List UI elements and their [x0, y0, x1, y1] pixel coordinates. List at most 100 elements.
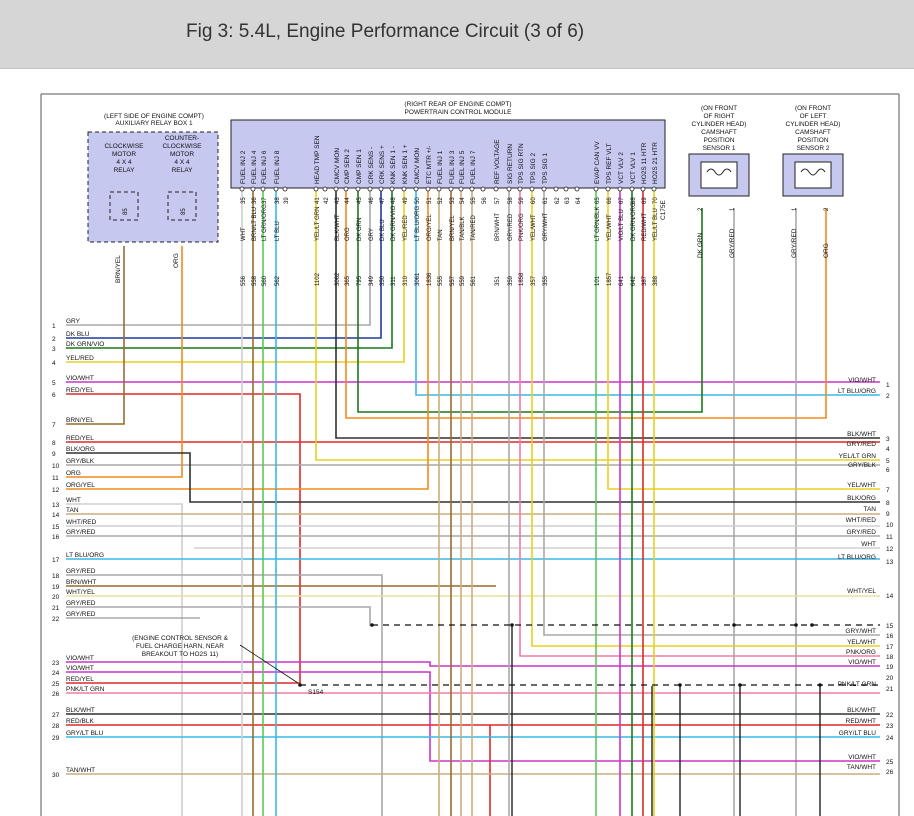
wire-yel-red	[66, 188, 405, 363]
pcm-pin-terminal	[389, 186, 395, 192]
left-row-number: 1	[52, 323, 56, 330]
pcm-pin-terminal	[448, 186, 454, 192]
pcm-box	[230, 119, 666, 189]
pcm-wire-color: LT GRN/BLK	[595, 207, 601, 241]
pcm-wire-color: DK GRN/VIO	[391, 205, 397, 241]
right-row-number: 2	[886, 393, 890, 400]
left-row-color: WHT	[66, 497, 81, 504]
pcm-circuit-number: 556	[241, 275, 247, 286]
pcm-pin-function: FUEL INJ 7	[470, 150, 477, 184]
right-row-number: 11	[886, 534, 893, 541]
left-row-color: BLK/WHT	[66, 707, 95, 714]
relay2-pin: 85	[181, 208, 187, 215]
pcm-pin-number: 48	[391, 197, 397, 204]
wire-vio-wht-23	[66, 661, 880, 667]
left-row-color: PNK/LT GRN	[66, 686, 105, 693]
pcm-circuit-number: 1102	[315, 272, 321, 286]
relay1-label: 4 X 4	[116, 159, 132, 166]
pcm-heading: (RIGHT REAR OF ENGINE COMPT)	[404, 101, 511, 108]
right-row-number: 19	[886, 664, 894, 671]
splice-dot	[738, 683, 742, 687]
cmp2-heading: (ON FRONT	[795, 105, 831, 112]
pcm-heading: POWERTRAIN CONTROL MODULE	[405, 109, 513, 116]
right-row-number: 14	[886, 593, 894, 600]
right-row-color: PNK/ORG	[846, 649, 876, 656]
pcm-pin-function: VCT VLV 2	[618, 152, 625, 184]
pcm-pin-number: 46	[369, 197, 375, 204]
left-row-number: 23	[52, 660, 60, 667]
pcm-pin-function: FUEL INJ 8	[274, 150, 281, 184]
pcm-pin-number: 35	[241, 197, 247, 204]
right-row-color: TAN/WHT	[847, 764, 876, 771]
splice-leader-line	[239, 644, 299, 684]
left-row-color: RED/BLK	[66, 718, 94, 725]
cmp1-pin: 2	[698, 207, 704, 211]
left-row-color: BLK/ORG	[66, 446, 95, 453]
right-row-number: 1	[886, 382, 890, 389]
pcm-pin-number: 37	[262, 197, 268, 204]
right-row-number: 21	[886, 686, 894, 693]
pcm-pin-function: CMP SEN 2	[344, 149, 351, 184]
left-row-number: 10	[52, 463, 60, 470]
pcm-circuit-number: 311	[391, 276, 397, 286]
pcm-pin-number: 47	[380, 197, 386, 204]
right-row-number: 8	[886, 500, 890, 507]
left-row-number: 28	[52, 723, 60, 730]
right-row-color: GRY/LT BLU	[839, 730, 877, 737]
pcm-circuit-number: 388	[653, 275, 659, 286]
right-row-number: 25	[886, 759, 894, 766]
left-row-color: BRN/YEL	[66, 417, 94, 424]
pcm-pin-function: TPS REF VLT	[606, 143, 613, 184]
pcm-wire-color: YEL/LT BLU	[653, 208, 659, 241]
pcm-pin-terminal	[355, 186, 361, 192]
right-row-color: RED/WHT	[846, 718, 876, 725]
wire-gry-crk-sens	[66, 188, 371, 326]
pcm-circuit-number: 350	[380, 275, 386, 286]
pcm-pin-number: 43	[335, 197, 341, 204]
right-row-color: WHT/RED	[846, 517, 877, 524]
left-row-color: DK GRN/VIO	[66, 341, 104, 348]
right-row-number: 10	[886, 522, 894, 529]
pcm-circuit-number: 365	[345, 275, 351, 286]
pcm-pin-terminal	[239, 186, 245, 192]
pcm-pin-terminal	[436, 186, 442, 192]
cmp2-wire-label: ORG	[823, 243, 830, 258]
splice-note: BREAKOUT TO HO2S 11)	[142, 651, 218, 658]
wire-dk-blu	[66, 188, 382, 339]
pcm-wire-color: TAN	[438, 229, 444, 241]
left-row-color: GRY/LT BLU	[66, 730, 104, 737]
pcm-circuit-number: 562	[275, 275, 281, 286]
pcm-wire-color: PNK/ORG	[519, 213, 525, 241]
wire-pnk-org-r18	[519, 188, 880, 657]
pcm-circuit-number: 555	[438, 275, 444, 286]
relay-box	[87, 131, 219, 243]
left-row-color: GRY/RED	[66, 611, 96, 618]
splice-dot	[298, 683, 302, 687]
pcm-pin-number: 36	[252, 197, 258, 204]
pcm-pin-terminal	[425, 186, 431, 192]
pcm-pin-number: 41	[315, 197, 321, 204]
pcm-circuit-number: 558	[252, 275, 258, 286]
left-row-color: GRY/RED	[66, 600, 96, 607]
left-row-color: VIO/WHT	[66, 665, 94, 672]
pcm-pin-number: 53	[450, 197, 456, 204]
pcm-pin-terminal	[367, 186, 373, 192]
relay2-label: 4 X 4	[174, 159, 190, 166]
left-row-color: TAN	[66, 507, 79, 514]
pcm-wire-color: DK GRN	[357, 218, 363, 241]
pcm-pin-terminal	[640, 186, 646, 192]
pcm-pin-number: 55	[471, 197, 477, 204]
pcm-pin-terminal	[322, 186, 328, 192]
pcm-pin-terminal	[343, 186, 349, 192]
right-row-color: YEL/WHT	[847, 482, 876, 489]
pcm-pin-number: 65	[595, 197, 601, 204]
pcm-wire-color: BRN/YEL	[450, 215, 456, 241]
pcm-pin-function: EVAP CAN VV	[594, 141, 601, 184]
relay1-label: RELAY	[114, 167, 135, 174]
relay1-pin: 85	[123, 208, 129, 215]
pcm-pin-function: FUEL INJ 1	[437, 150, 444, 184]
pcm-pin-number: 62	[555, 197, 561, 204]
pcm-pin-function: TPS SIG 1	[542, 153, 549, 184]
splice-dot	[794, 623, 798, 627]
relay2-label: COUNTER-	[165, 135, 199, 142]
